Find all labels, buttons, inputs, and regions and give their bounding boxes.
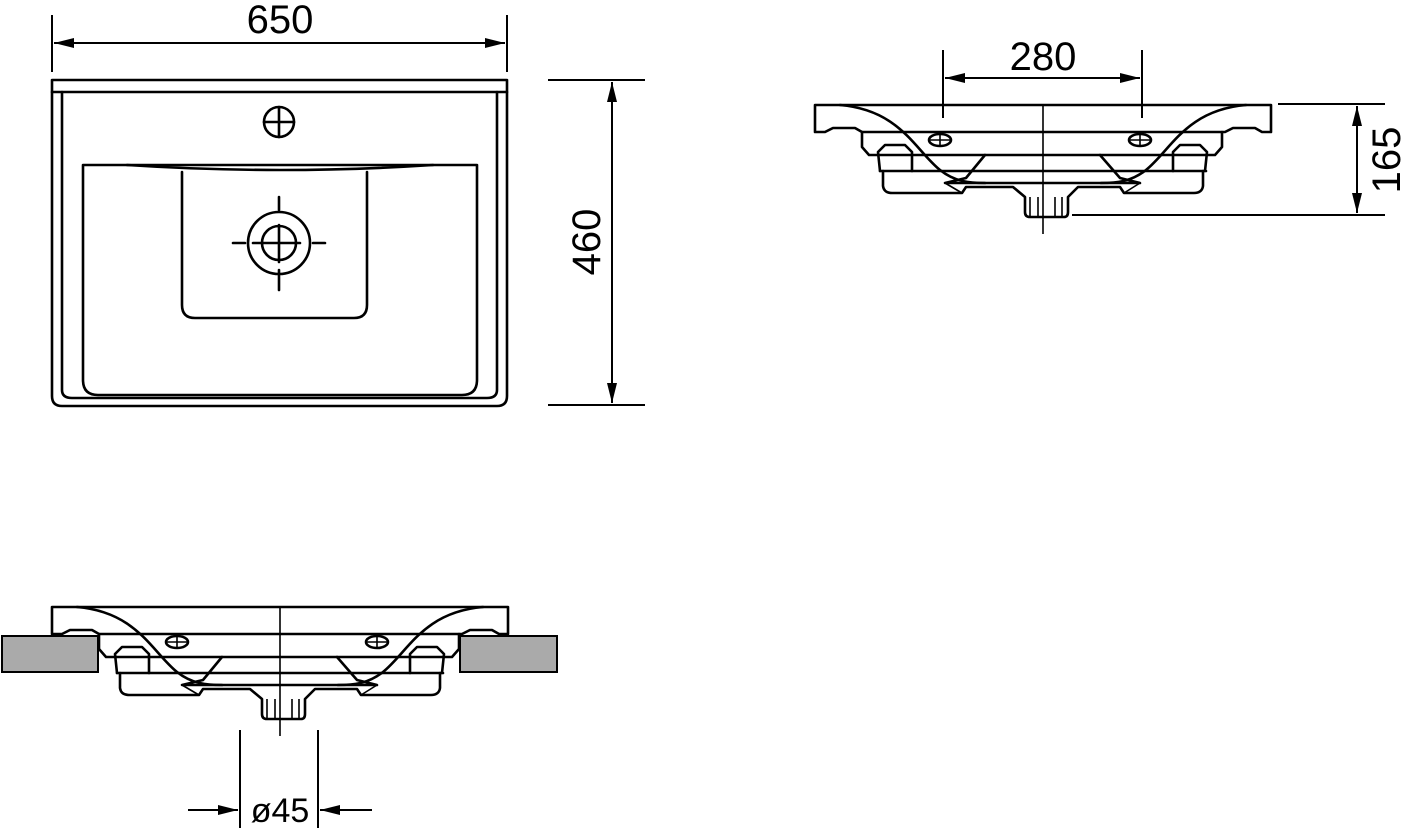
drain-diameter-label: ø45 xyxy=(251,792,310,828)
front-view: 280 165 xyxy=(813,35,1407,236)
drain-icon xyxy=(231,195,327,292)
width-dimension-label: 650 xyxy=(247,0,314,42)
cabinet-right xyxy=(459,635,558,673)
hole-spacing-dimension-label: 280 xyxy=(1010,35,1077,79)
top-view: 650 460 xyxy=(50,0,645,408)
depth-dimension-label: 460 xyxy=(565,209,609,276)
cabinet-left xyxy=(1,635,99,673)
basin-outline xyxy=(50,78,509,408)
height-dimension-label: 165 xyxy=(1365,127,1407,194)
installed-view: ø45 xyxy=(1,605,558,828)
tap-hole-icon xyxy=(262,105,296,139)
